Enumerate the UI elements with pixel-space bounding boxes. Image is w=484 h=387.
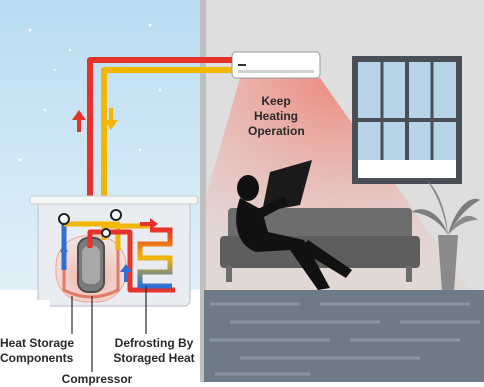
snowflake-icon (18, 23, 187, 162)
compressor-label: Compressor (61, 372, 133, 386)
wall-divider (200, 0, 206, 382)
keep-heating-label: Keep Heating Operation (248, 94, 305, 139)
flow-right-arrow (140, 218, 158, 230)
floor-boards (210, 302, 480, 376)
indoor-ac-unit (231, 51, 321, 79)
compressor (77, 237, 105, 293)
defrost-coil (137, 227, 173, 289)
heat-storage-line-1: Heat Storage (0, 336, 75, 350)
flow-up-arrow-blue (120, 264, 132, 282)
plant-icon (412, 182, 480, 292)
heat-storage-label: Heat Storage Components (0, 336, 90, 366)
defrosting-line-2: Storaged Heat (113, 351, 195, 365)
flow-down-arrow (104, 108, 118, 130)
valve-icon (58, 209, 122, 238)
refrigerant-pipes (87, 57, 232, 248)
window (352, 56, 462, 184)
heat-storage-line-2: Components (0, 351, 74, 365)
defrosting-label: Defrosting By Storaged Heat (108, 336, 200, 366)
keep-heating-line-2: Heating (253, 109, 298, 123)
keep-heating-line-1: Keep (261, 94, 291, 108)
leader-lines (71, 286, 147, 372)
person-reading-icon (236, 160, 352, 290)
keep-heating-line-3: Operation (248, 124, 305, 138)
flow-down-arrow-blue (60, 250, 68, 258)
defrosting-line-1: Defrosting By (114, 336, 194, 350)
flow-up-arrow (72, 110, 86, 132)
